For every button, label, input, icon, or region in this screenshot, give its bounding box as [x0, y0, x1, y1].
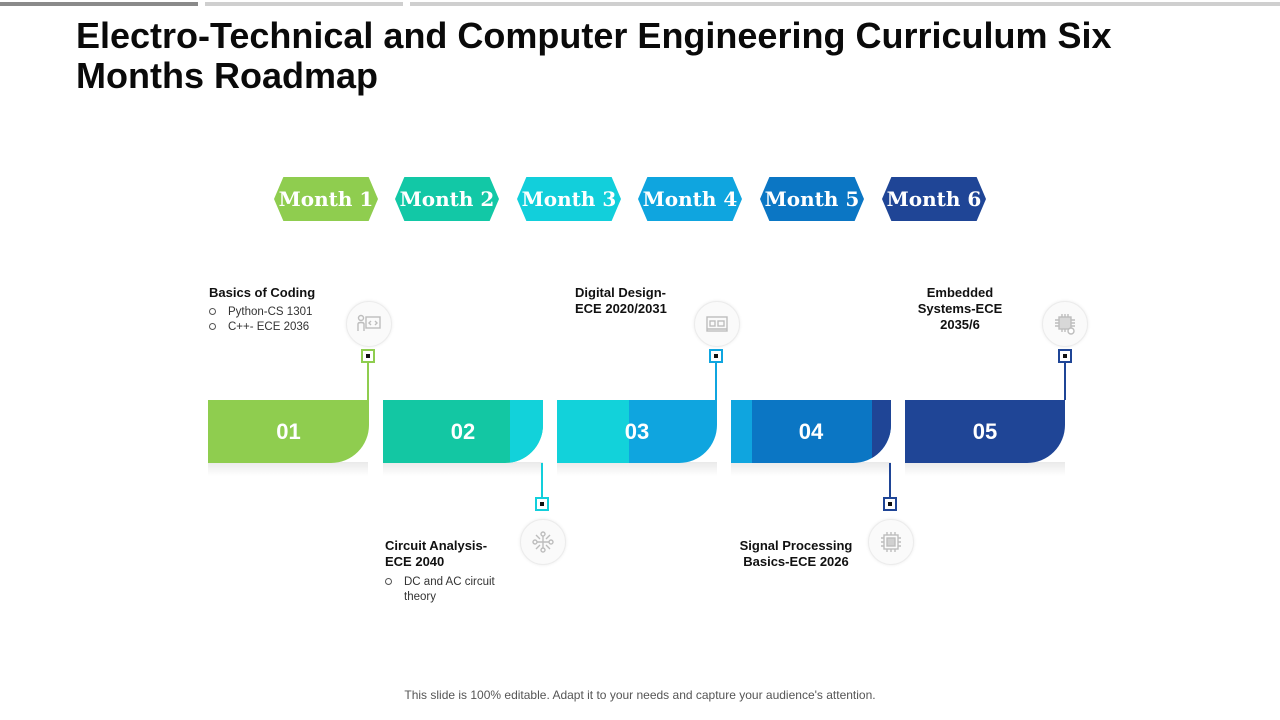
stage-3-title: Digital Design- ECE 2020/2031	[575, 285, 667, 316]
stage-4-title: Signal Processing Basics-ECE 2026	[739, 538, 853, 569]
month-4-badge: Month 4	[638, 177, 742, 221]
code-presentation-icon	[346, 301, 392, 347]
stage-1-title: Basics of Coding	[209, 285, 316, 300]
block-shadow	[208, 462, 368, 476]
connector-line	[367, 362, 369, 400]
timeline-marker	[1058, 349, 1072, 363]
month-3-badge: Month 3	[517, 177, 621, 221]
slide-title: Electro-Technical and Computer Engineeri…	[76, 15, 1112, 96]
footer-note: This slide is 100% editable. Adapt it to…	[404, 688, 876, 702]
connector-line	[541, 463, 543, 498]
stage-number: 03	[624, 418, 650, 444]
month-1-badge: Month 1	[274, 177, 378, 221]
connector-line	[1064, 362, 1066, 400]
stage-2-bullet: DC and AC circuit	[385, 575, 495, 590]
block-shadow	[731, 462, 891, 476]
connector-line	[889, 463, 891, 498]
stage-number: 05	[972, 418, 998, 444]
stage-number: 04	[798, 418, 824, 444]
timeline-marker	[883, 497, 897, 511]
digital-board-icon	[694, 301, 740, 347]
cpu-gear-icon	[1042, 301, 1088, 347]
stage-block-05: 05	[905, 400, 1065, 463]
connector-line	[715, 362, 717, 400]
stage-block-03: 03	[557, 400, 717, 463]
month-5-badge: Month 5	[760, 177, 864, 221]
top-bar-segment	[0, 2, 198, 6]
stage-1-bullet: Python-CS 1301	[209, 305, 312, 320]
timeline-marker	[361, 349, 375, 363]
timeline-marker	[709, 349, 723, 363]
timeline-marker	[535, 497, 549, 511]
block-shadow	[557, 462, 717, 476]
circuit-icon	[520, 519, 566, 565]
stage-block-02: 02	[383, 400, 543, 463]
chip-signal-icon	[868, 519, 914, 565]
stage-2-title: Circuit Analysis- ECE 2040	[385, 538, 488, 569]
stage-block-01: 01	[208, 400, 369, 463]
stage-5-title: Embedded Systems-ECE 2035/6	[917, 285, 1003, 332]
stage-1-bullet: C++- ECE 2036	[209, 320, 309, 335]
top-bar-segment	[205, 2, 403, 6]
stage-number: 02	[450, 418, 476, 444]
block-shadow	[383, 462, 543, 476]
month-2-badge: Month 2	[395, 177, 499, 221]
stage-2-bullet-continued: theory	[404, 591, 436, 603]
month-6-badge: Month 6	[882, 177, 986, 221]
stage-block-04: 04	[731, 400, 891, 463]
block-shadow	[905, 462, 1065, 476]
top-bar-segment	[410, 2, 1280, 6]
stage-number: 01	[276, 418, 301, 444]
